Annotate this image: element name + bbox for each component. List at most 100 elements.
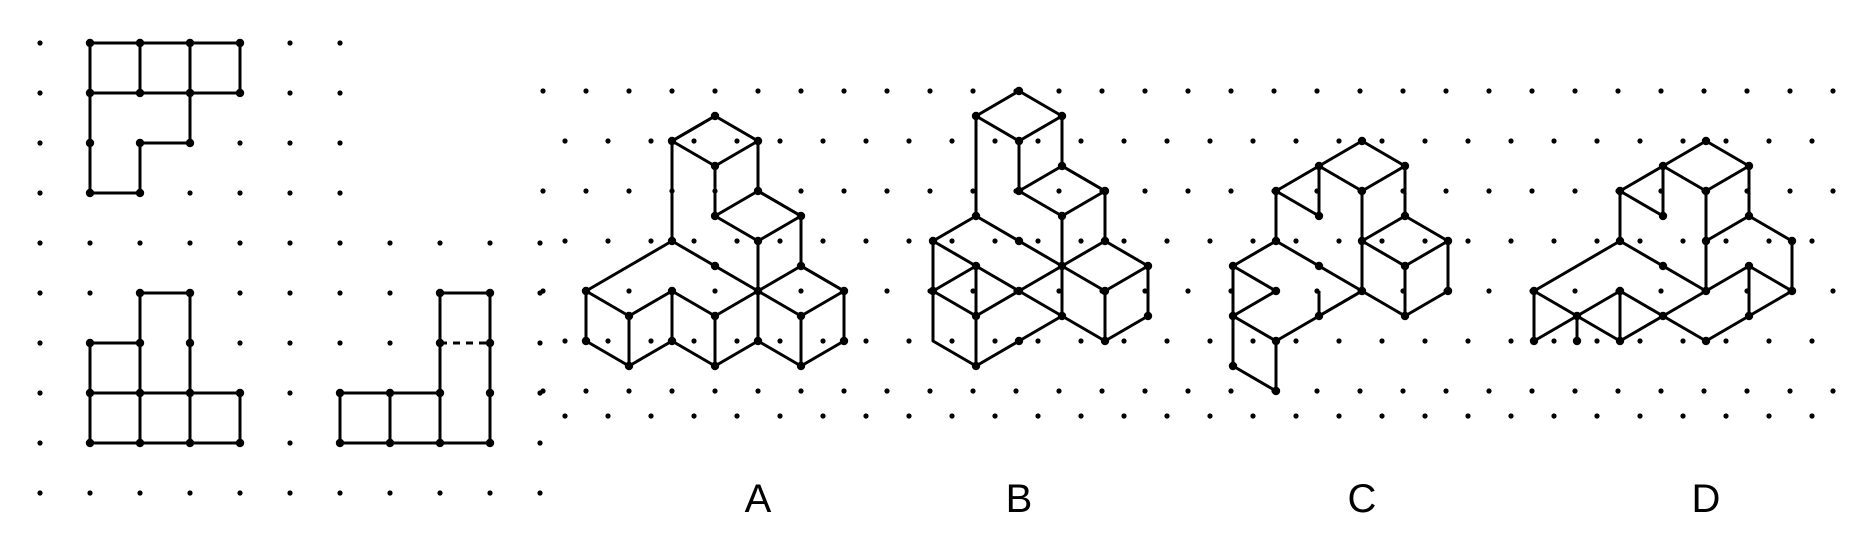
- grid-dot: [1035, 413, 1041, 419]
- vertex-node: [1443, 236, 1453, 246]
- grid-dot: [691, 138, 697, 144]
- vertex-node: [135, 338, 145, 348]
- grid-dot: [1787, 388, 1793, 394]
- grid-dot: [1680, 238, 1686, 244]
- vertex-node: [1143, 261, 1153, 271]
- vertex-node: [710, 261, 720, 271]
- vertex-node: [1658, 161, 1668, 171]
- grid-dot: [187, 190, 193, 196]
- grid-dot: [37, 90, 43, 96]
- grid-dot: [1615, 388, 1621, 394]
- vertex-node: [1701, 186, 1711, 196]
- grid-dot: [1207, 238, 1213, 244]
- grid-dot: [734, 413, 740, 419]
- grid-dot: [537, 240, 543, 246]
- vertex-node: [1357, 186, 1367, 196]
- grid-dot: [1293, 338, 1299, 344]
- grid-dot: [1766, 138, 1772, 144]
- grid-dot: [437, 240, 443, 246]
- grid-dot: [1551, 238, 1557, 244]
- vertex-node: [185, 88, 195, 98]
- grid-dot: [1508, 138, 1514, 144]
- grid-dot: [337, 90, 343, 96]
- vertex-node: [624, 361, 634, 371]
- grid-dot: [1422, 413, 1428, 419]
- vertex-node: [385, 388, 395, 398]
- grid-dot: [287, 290, 293, 296]
- grid-dot: [1658, 388, 1664, 394]
- grid-dot: [540, 188, 546, 194]
- vertex-node: [1228, 311, 1238, 321]
- vertex-node: [1443, 286, 1453, 296]
- grid-dot: [487, 240, 493, 246]
- grid-dot: [1465, 238, 1471, 244]
- grid-dot: [1164, 413, 1170, 419]
- grid-dot: [1551, 413, 1557, 419]
- grid-dot: [1121, 238, 1127, 244]
- grid-dot: [648, 413, 654, 419]
- grid-dot: [287, 190, 293, 196]
- grid-dot: [237, 490, 243, 496]
- vertex-node: [1572, 311, 1582, 321]
- grid-dot: [1250, 238, 1256, 244]
- grid-dot: [540, 288, 546, 294]
- vertex-node: [1143, 311, 1153, 321]
- grid-dot: [1443, 188, 1449, 194]
- grid-dot: [1744, 88, 1750, 94]
- grid-dot: [337, 140, 343, 146]
- vertex-node: [928, 236, 938, 246]
- vertex-node: [1228, 261, 1238, 271]
- grid-dot: [863, 413, 869, 419]
- grid-dot: [1508, 338, 1514, 344]
- grid-dot: [1572, 88, 1578, 94]
- vertex-node: [839, 336, 849, 346]
- vertex-node: [1357, 136, 1367, 146]
- grid-dot: [906, 413, 912, 419]
- vertex-node: [710, 311, 720, 321]
- grid-dot: [992, 338, 998, 344]
- grid-dot: [1809, 138, 1815, 144]
- option-b-figure: [931, 89, 1150, 368]
- grid-dot: [1357, 88, 1363, 94]
- vertex-node: [1357, 286, 1367, 296]
- vertex-node: [135, 388, 145, 398]
- option-d-label: D: [1692, 477, 1721, 521]
- vertex-node: [1314, 311, 1324, 321]
- vertex-node: [435, 338, 445, 348]
- grid-dot: [884, 388, 890, 394]
- view-top-nodes: [85, 38, 245, 198]
- grid-dot: [1121, 138, 1127, 144]
- vertex-node: [1057, 211, 1067, 221]
- grid-dot: [1508, 238, 1514, 244]
- grid-dot: [537, 440, 543, 446]
- vertex-node: [581, 286, 591, 296]
- grid-dot: [1035, 338, 1041, 344]
- grid-dot: [1465, 138, 1471, 144]
- grid-dot: [1422, 338, 1428, 344]
- grid-dot: [1701, 88, 1707, 94]
- vertex-node: [485, 288, 495, 298]
- orthographic-views: [37, 38, 543, 496]
- vertex-node: [235, 38, 245, 48]
- grid-dot: [1121, 338, 1127, 344]
- grid-dot: [562, 338, 568, 344]
- grid-dot: [287, 40, 293, 46]
- grid-dot: [1293, 138, 1299, 144]
- vertex-node: [753, 136, 763, 146]
- grid-dot: [734, 238, 740, 244]
- grid-dot: [37, 40, 43, 46]
- vertex-node: [1100, 286, 1110, 296]
- grid-dot: [1486, 388, 1492, 394]
- vertex-node: [1744, 261, 1754, 271]
- grid-dot: [798, 288, 804, 294]
- grid-dot: [562, 138, 568, 144]
- grid-dot: [1250, 138, 1256, 144]
- grid-dot: [1508, 413, 1514, 419]
- vertex-node: [1271, 336, 1281, 346]
- vertex-node: [796, 361, 806, 371]
- vertex-node: [1228, 361, 1238, 371]
- grid-dot: [820, 238, 826, 244]
- vertex-node: [710, 161, 720, 171]
